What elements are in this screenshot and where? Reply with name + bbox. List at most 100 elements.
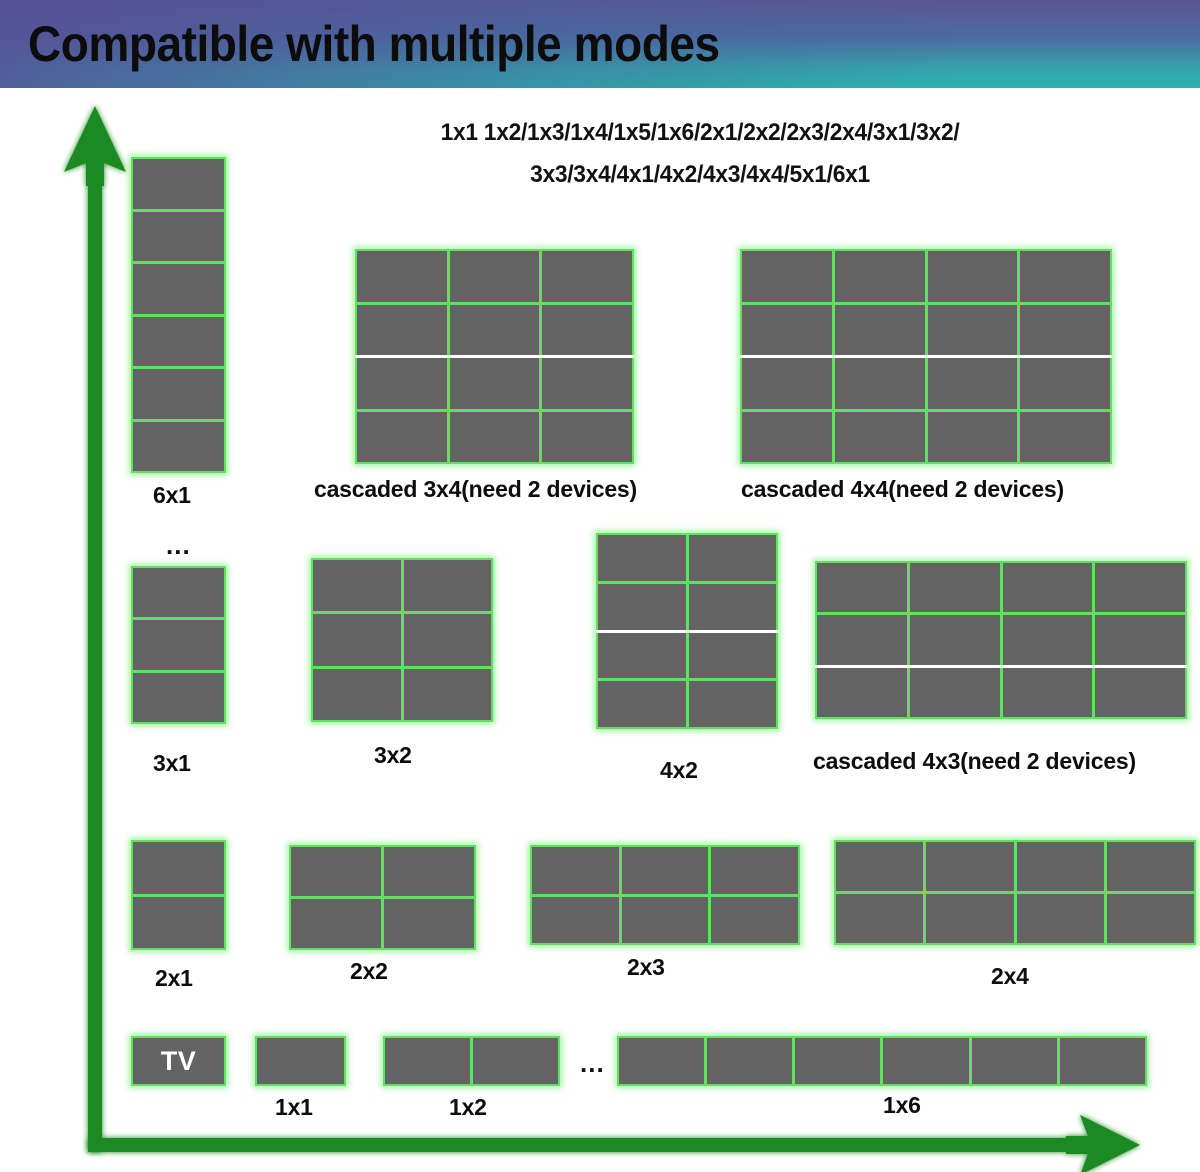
panel-grid[interactable] (596, 533, 778, 729)
display-panel (711, 896, 798, 943)
display-panel (357, 411, 447, 462)
display-panel (133, 264, 224, 314)
display-panel (291, 899, 381, 948)
right-arrow-icon (88, 1115, 1140, 1172)
layout-3x1[interactable] (131, 566, 226, 724)
display-panel (542, 251, 632, 302)
display-panel (795, 1038, 881, 1084)
display-panel (836, 842, 924, 891)
display-panel (532, 896, 619, 943)
layout-4x2[interactable] (596, 533, 778, 729)
layout-3x2[interactable] (311, 558, 493, 722)
caption-cascaded-4x4: cascaded 4x4(need 2 devices) (741, 476, 1064, 502)
layout-cascaded-4x3[interactable] (815, 561, 1187, 719)
display-panel (742, 411, 832, 462)
mode-list-line-1: 1x1 1x2/1x3/1x4/1x5/1x6/2x1/2x2/2x3/2x4/… (440, 119, 960, 146)
device-split-divider (815, 664, 1187, 668)
vertical-ellipsis: ... (166, 530, 191, 560)
layout-1x2[interactable] (383, 1036, 560, 1086)
caption-2x2: 2x2 (350, 958, 388, 984)
display-panel (1020, 411, 1110, 462)
display-panel (133, 568, 224, 618)
display-panel (449, 251, 540, 302)
display-panel (834, 358, 925, 409)
display-panel (598, 535, 686, 581)
display-panel (1016, 842, 1104, 891)
display-panel (1095, 563, 1185, 613)
display-panel (133, 369, 224, 419)
panel-grid[interactable] (131, 840, 226, 950)
panel-grid[interactable] (740, 249, 1112, 464)
page-title: Compatible with multiple modes (28, 16, 720, 72)
display-panel (1002, 615, 1093, 665)
display-panel (357, 358, 447, 409)
display-panel (1020, 358, 1110, 409)
display-panel (711, 847, 798, 894)
caption-1x2: 1x2 (449, 1094, 487, 1120)
display-panel (1002, 667, 1093, 717)
panel-grid[interactable] (617, 1036, 1147, 1086)
device-split-divider (740, 355, 1112, 358)
display-panel (133, 842, 224, 894)
panel-grid[interactable]: TV (131, 1036, 226, 1086)
panel-grid[interactable] (131, 566, 226, 724)
panel-grid[interactable] (383, 1036, 560, 1086)
caption-1x1: 1x1 (275, 1094, 313, 1120)
horizontal-ellipsis: ... (580, 1048, 605, 1078)
layout-cascaded-3x4[interactable] (355, 249, 634, 464)
caption-3x2: 3x2 (374, 742, 412, 768)
panel-grid[interactable] (255, 1036, 346, 1086)
layout-tv[interactable]: TV (131, 1036, 226, 1086)
caption-cascaded-4x3: cascaded 4x3(need 2 devices) (813, 748, 1136, 774)
display-panel (688, 583, 776, 630)
caption-1x6: 1x6 (883, 1092, 921, 1118)
panel-grid[interactable] (311, 558, 493, 722)
display-panel (133, 421, 224, 471)
layout-2x1[interactable] (131, 840, 226, 950)
display-panel (133, 316, 224, 366)
layout-1x1[interactable] (255, 1036, 346, 1086)
display-panel (834, 304, 925, 355)
panel-grid[interactable] (289, 845, 476, 950)
display-panel (909, 615, 1000, 665)
layout-2x4[interactable] (834, 840, 1196, 945)
panel-grid[interactable] (131, 157, 226, 473)
display-panel (133, 1038, 224, 1084)
display-panel (742, 251, 832, 302)
caption-6x1: 6x1 (153, 482, 191, 508)
display-panel (133, 672, 224, 722)
display-panel (927, 358, 1018, 409)
panel-grid[interactable] (530, 845, 800, 945)
display-panel (313, 560, 401, 612)
display-panel (836, 894, 924, 943)
caption-cascaded-3x4: cascaded 3x4(need 2 devices) (314, 476, 637, 502)
display-panel (688, 681, 776, 727)
layout-cascaded-4x4[interactable] (740, 249, 1112, 464)
mode-list-line-2: 3x3/3x4/4x1/4x2/4x3/4x4/5x1/6x1 (530, 161, 870, 188)
display-panel (1020, 251, 1110, 302)
display-panel (1106, 842, 1194, 891)
layout-1x6[interactable] (617, 1036, 1147, 1086)
display-panel (449, 411, 540, 462)
caption-3x1: 3x1 (153, 750, 191, 776)
display-panel (1059, 1038, 1145, 1084)
panel-grid[interactable] (815, 561, 1187, 719)
display-panel (707, 1038, 793, 1084)
display-panel (817, 615, 907, 665)
display-panel (834, 411, 925, 462)
display-panel (473, 1038, 558, 1084)
display-panel (133, 620, 224, 670)
display-panel (384, 899, 474, 948)
display-panel (817, 667, 907, 717)
panel-grid[interactable] (834, 840, 1196, 945)
layout-2x3[interactable] (530, 845, 800, 945)
layout-6x1[interactable] (131, 157, 226, 473)
display-panel (883, 1038, 969, 1084)
display-panel (1020, 304, 1110, 355)
display-panel (621, 896, 709, 943)
display-panel (817, 563, 907, 613)
panel-grid[interactable] (355, 249, 634, 464)
tv-label: TV (160, 1045, 197, 1076)
layout-2x2[interactable] (289, 845, 476, 950)
